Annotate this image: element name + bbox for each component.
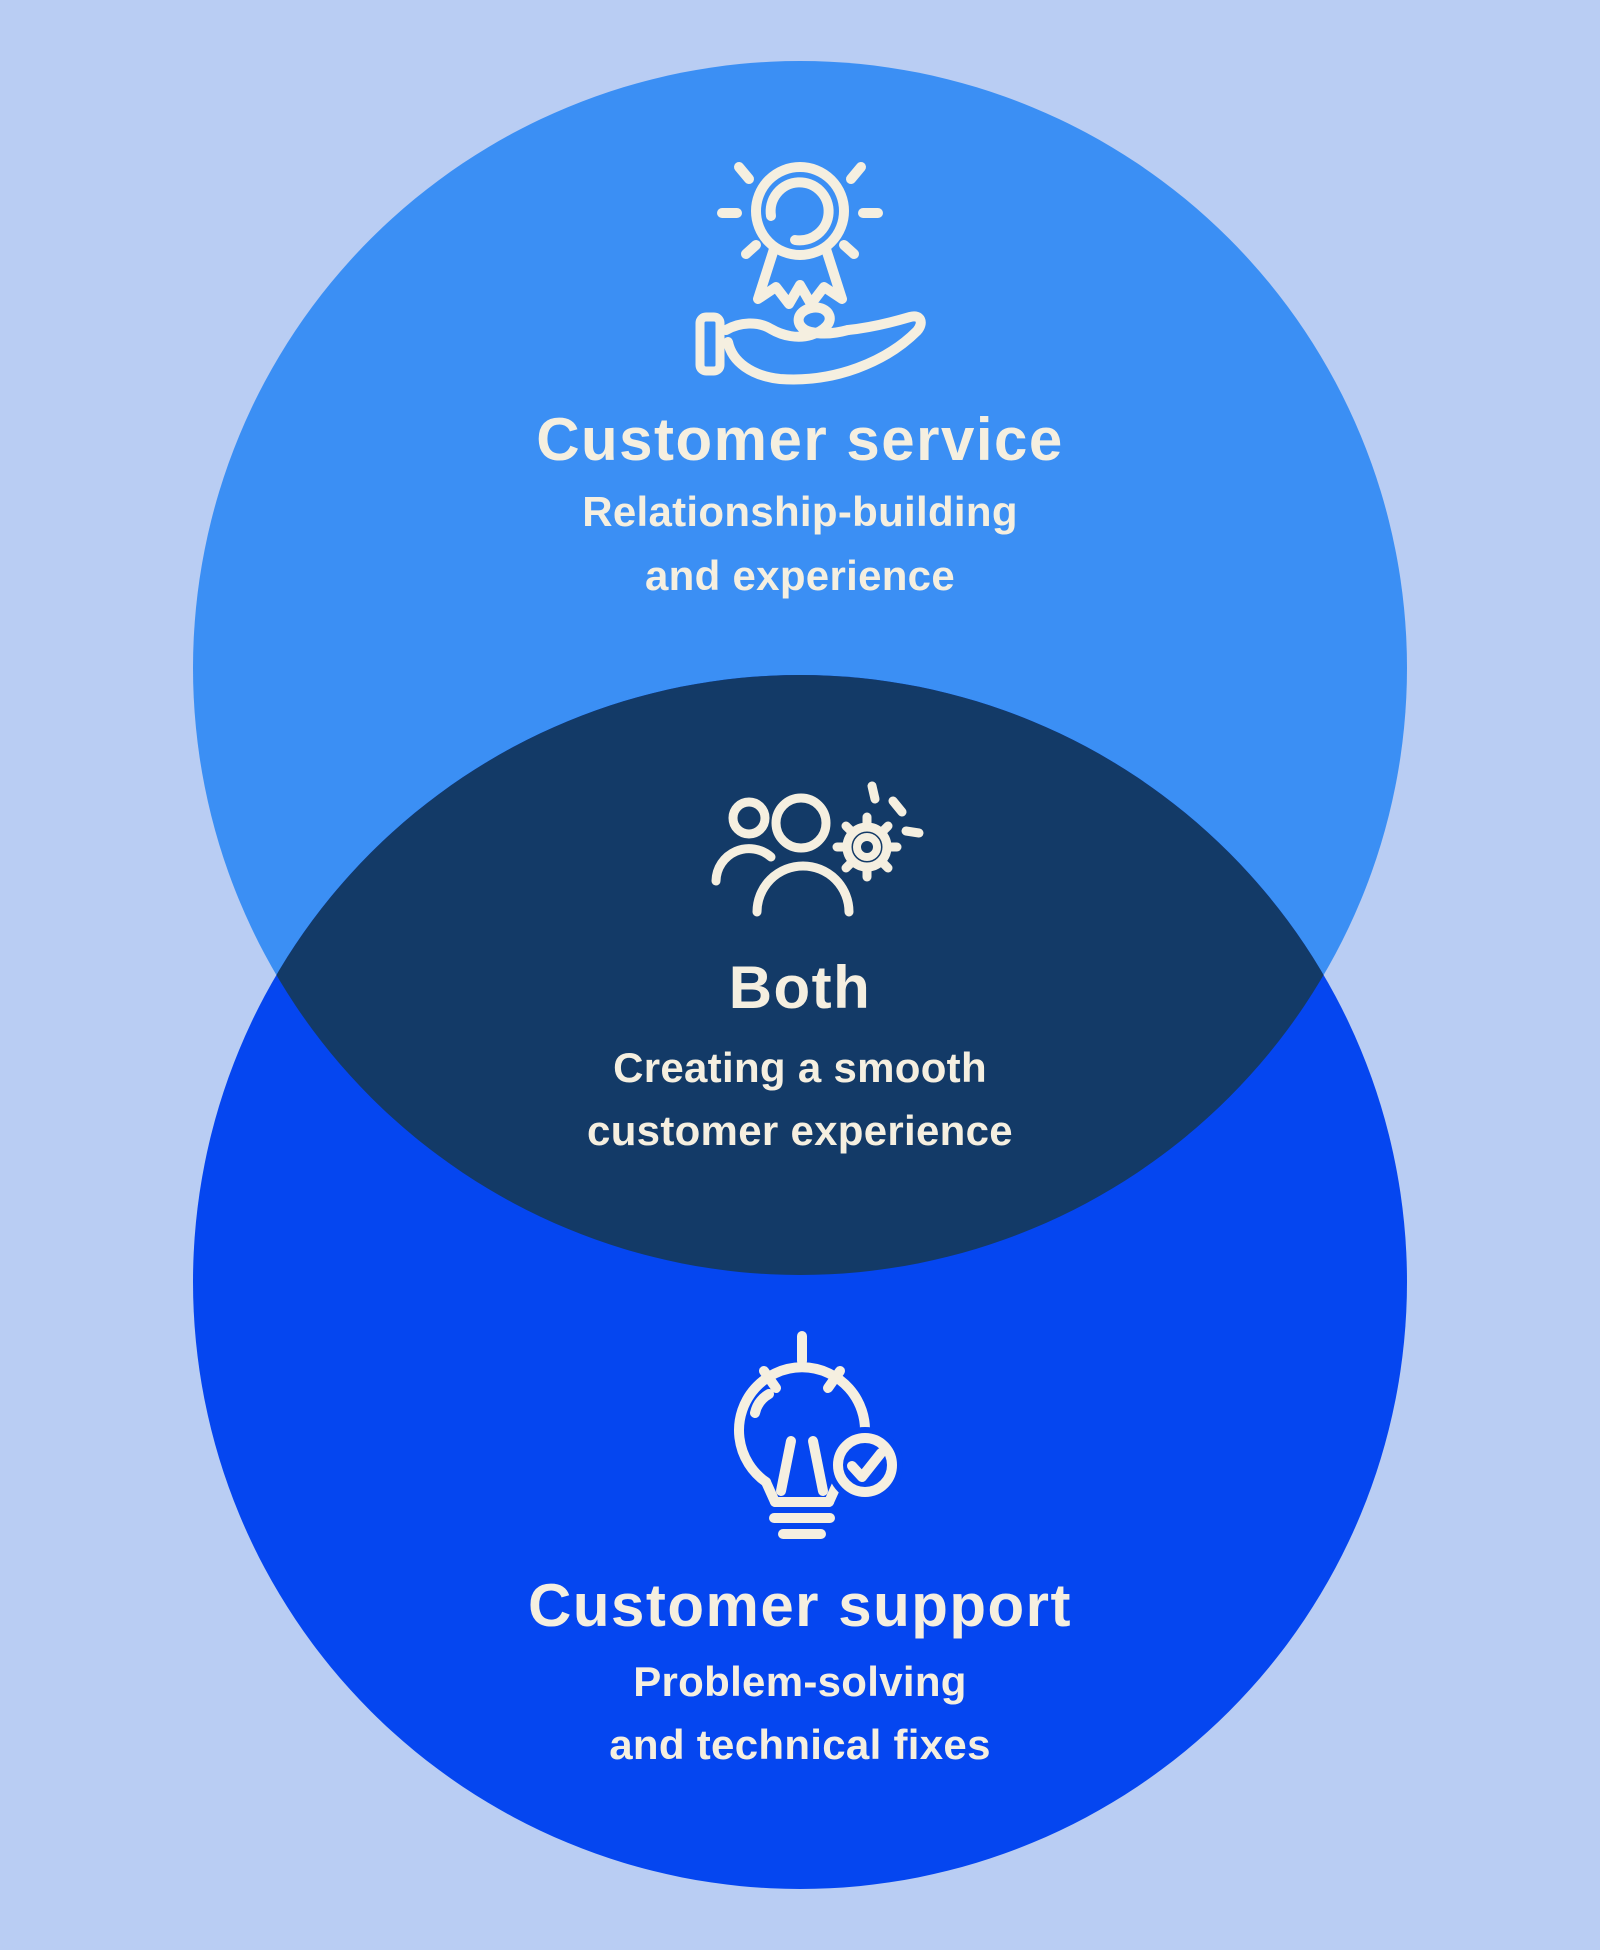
overlap-subtitle-line2: customer experience	[587, 1107, 1013, 1154]
overlap-subtitle-line1: Creating a smooth	[613, 1044, 987, 1091]
bottom-section-title: Customer support	[527, 1572, 1073, 1639]
lightbulb-check-icon	[734, 1331, 903, 1539]
overlap-section-subtitle: Creating a smooth customer experience	[0, 1036, 1600, 1162]
bottom-section-subtitle: Problem-solving and technical fixes	[0, 1650, 1600, 1776]
overlap-section-title: Both	[728, 954, 872, 1021]
top-subtitle-line1: Relationship-building	[582, 488, 1018, 535]
top-section-title: Customer service	[536, 406, 1064, 473]
bottom-subtitle-line2: and technical fixes	[609, 1721, 991, 1768]
top-subtitle-line2: and experience	[644, 552, 955, 599]
bottom-subtitle-line1: Problem-solving	[633, 1658, 967, 1705]
overlap-lens	[193, 675, 1407, 1275]
people-gear-icon	[711, 781, 924, 917]
top-section-subtitle: Relationship-building and experience	[0, 480, 1600, 608]
award-in-hand-icon	[695, 162, 926, 385]
